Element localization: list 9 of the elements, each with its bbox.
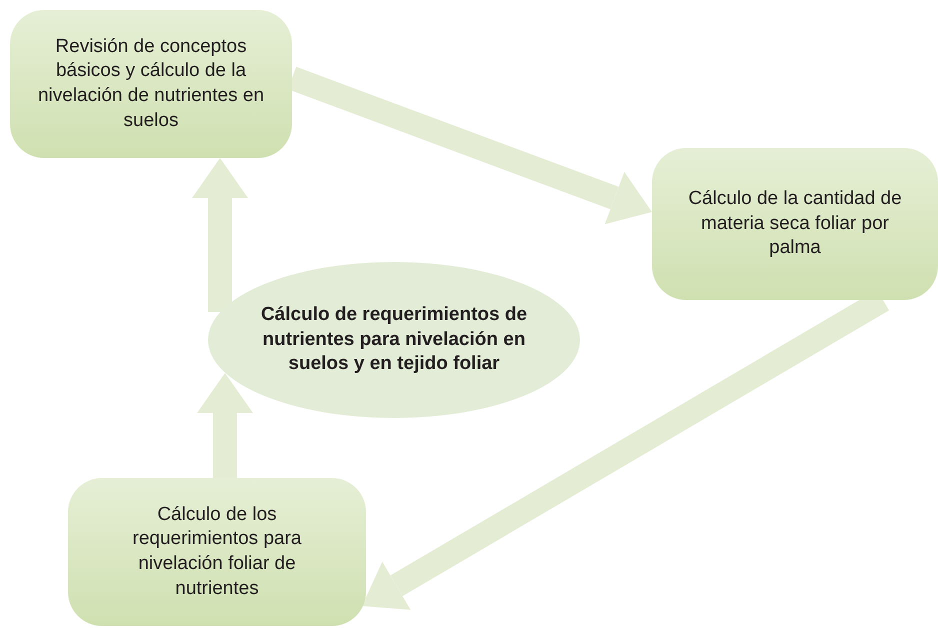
node-text: Revisión de conceptos básicos y cálculo de la nivelación de nutrientes en suelos (36, 34, 266, 133)
node-text: Cálculo de la cantidad de materia seca foliar por palma (687, 186, 903, 260)
node-text: Cálculo de requerimientos de nutrientes para nivelación en suelos y en tejido foliar (260, 302, 528, 376)
process-box (652, 148, 938, 300)
process-box (10, 10, 292, 158)
node-text: Cálculo de los requerimientos para nivelación foliar de nutrientes (132, 502, 302, 601)
arrow (192, 158, 248, 312)
process-box (68, 478, 366, 626)
arrow (197, 373, 253, 478)
